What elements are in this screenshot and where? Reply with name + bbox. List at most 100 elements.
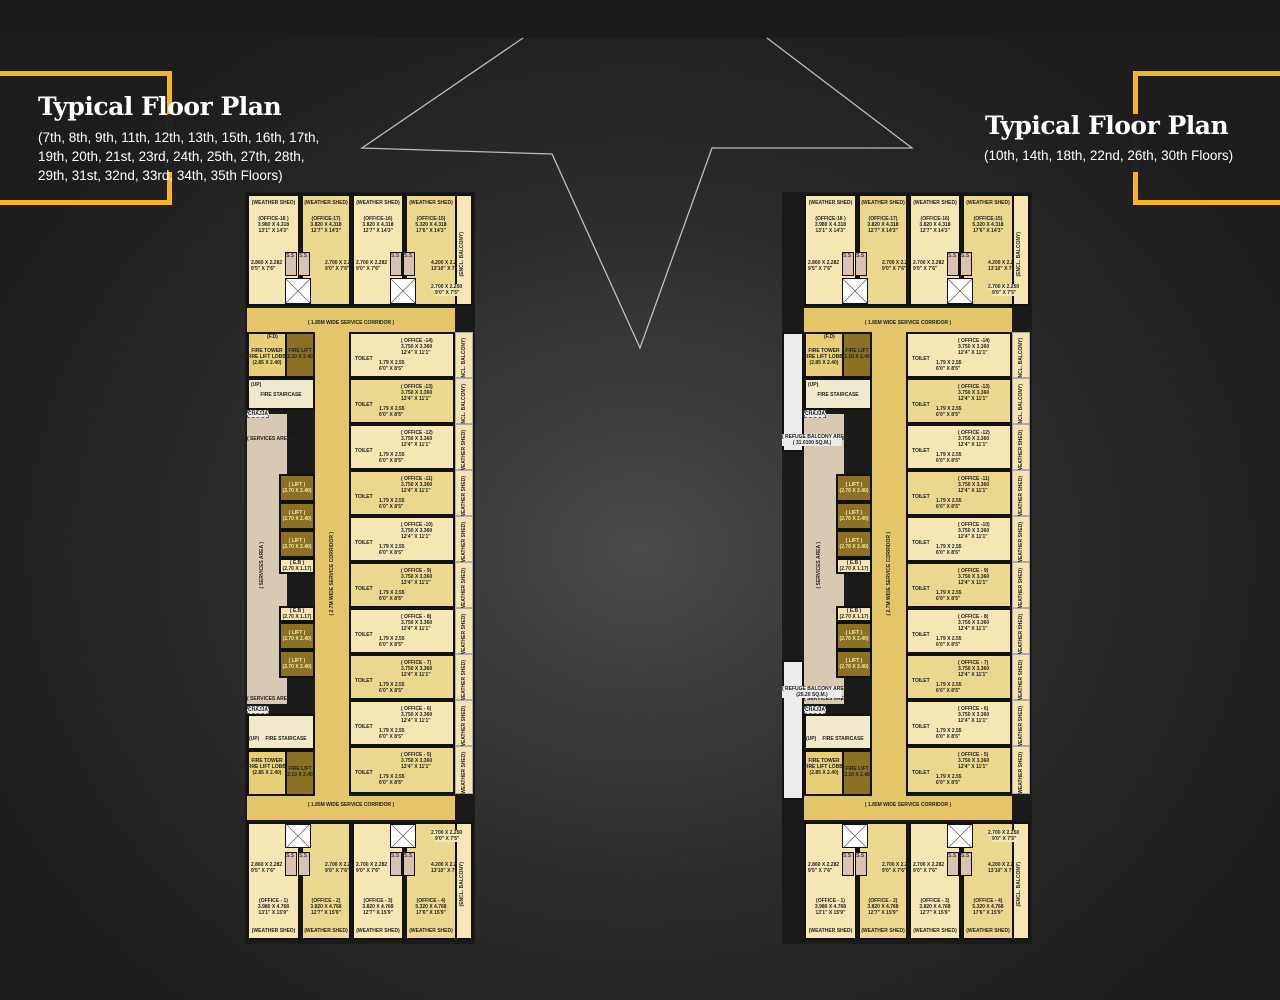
top-bar xyxy=(0,0,1280,38)
left-subtitle-line-2: 19th, 20th, 21st, 23rd, 24th, 25th, 27th… xyxy=(38,149,305,164)
side-shed-9 xyxy=(455,700,473,746)
fire-staircase-top xyxy=(247,378,315,410)
office-name: ( OFFICE -10) xyxy=(958,522,990,528)
office-dim-m: 3.820 X 4.768 xyxy=(867,904,899,910)
side-shed-4 xyxy=(1012,470,1030,516)
sub-dim-m: 2.700 X 2.282 xyxy=(356,260,388,266)
corner-dim-m: 2.700 X 2.250 xyxy=(988,284,1020,290)
refuge-bottom-label: ( REFUGE BALCONY AREA ) xyxy=(782,686,851,692)
lift-5 xyxy=(836,650,872,678)
office-dim-ft: 12'4" X 11'1" xyxy=(401,534,431,540)
office-name: ( OFFICE -14) xyxy=(958,338,990,344)
toilet-label: TOILET xyxy=(912,770,930,776)
office-dim-m: 3.750 X 3.360 xyxy=(401,574,433,580)
left-subtitle: (7th, 8th, 9th, 11th, 12th, 13th, 15th, … xyxy=(38,128,319,185)
lift-2 xyxy=(836,502,872,530)
office-dim-ft: 12'4" X 11'1" xyxy=(401,718,431,724)
corridor-top xyxy=(804,308,1012,332)
toilet-dim: 1.79 X 2.55 xyxy=(379,636,405,642)
sub-dim-m: 4.200 X 2.282 xyxy=(988,862,1020,868)
office-dim-m: 3.980 X 4.318 xyxy=(257,222,290,228)
office-dim-m: 3.750 X 3.360 xyxy=(958,390,990,396)
sub-dim-ft: 9'0" X 7'6" xyxy=(882,868,907,874)
corner-dim-bottom-m: 2.700 X 2.250 xyxy=(431,830,463,836)
side-shed-10 xyxy=(1012,746,1030,794)
office-dim-m: 3.820 X 4.318 xyxy=(362,222,394,228)
fire-lobby-bottom-dim: (2.85 X 2.40) xyxy=(809,770,839,776)
sub-dim-ft: 13'10" X 7'6" xyxy=(431,868,461,874)
eb-room-1 xyxy=(836,558,872,574)
office-dim-m: 5.320 X 4.318 xyxy=(972,222,1004,228)
sub-dim-ft: 9'0" X 7'6" xyxy=(913,868,938,874)
office-dim-ft: 13'1" X 15'9" xyxy=(258,910,289,916)
eb-dim: (2.70 X 1.17) xyxy=(839,614,869,620)
office-name: (OFFICE - 2) xyxy=(311,898,341,904)
encl-balcony-bottom-label: (ENCL. BALCONY) xyxy=(459,862,465,907)
corridor-middle-label: ( 2.7M WIDE SERVICE CORRIDOR ) xyxy=(886,532,892,616)
office-dim-ft: 12'4" X 11'1" xyxy=(958,580,988,586)
office-name: (OFFICE-18 ) xyxy=(815,216,846,222)
toilet-label: TOILET xyxy=(912,678,930,684)
services-area-bottom-label: ( SERVICES AREA ) xyxy=(247,696,294,702)
toilet-dim: 1.79 X 2.55 xyxy=(936,544,962,550)
lift-dim: (2.70 X 2.40) xyxy=(839,544,869,550)
office-dim-ft: 12'7" X 15'9" xyxy=(868,910,898,916)
service-shaft xyxy=(842,278,868,304)
toilet-dim-ft: 6'0" X 8'5" xyxy=(936,504,961,510)
office-dim-m: 3.750 X 3.360 xyxy=(401,758,433,764)
ss-box-bottom: S.S xyxy=(947,852,959,876)
lift-5 xyxy=(279,650,315,678)
toilet-dim-ft: 6'0" X 8'5" xyxy=(936,688,961,694)
office-dim-ft: 12'4" X 11'1" xyxy=(958,534,988,540)
ss-box-bottom: S.S xyxy=(285,852,297,876)
office-dim-m: 3.750 X 3.360 xyxy=(401,712,433,718)
weather-shed-label: (WEATHER SHED) xyxy=(409,928,453,934)
corridor-middle xyxy=(315,332,349,796)
toilet-dim: 1.79 X 2.55 xyxy=(379,728,405,734)
toilet-dim-ft: 6'0" X 8'5" xyxy=(936,596,961,602)
toilet-label: TOILET xyxy=(912,494,930,500)
weather-shed-label: (WEATHER SHED) xyxy=(251,200,296,206)
corridor-middle xyxy=(872,332,906,796)
right-title: Typical Floor Plan xyxy=(985,111,1229,140)
eb-label: ( E.B ) xyxy=(289,608,305,614)
left-subtitle-line-3: 29th, 31st, 32nd, 33rd, 34th, 35th Floor… xyxy=(38,168,283,183)
fire-staircase-bottom xyxy=(247,714,315,750)
office-dim-m: 3.750 X 3.360 xyxy=(958,528,990,534)
corner-dim-ft: 9'0" X 7'5" xyxy=(435,290,460,296)
side-shed-label: (ENCL. BALCONY) xyxy=(461,338,467,383)
fd-label: (F.D) xyxy=(267,334,278,340)
fire-lift-bottom-dim: (2.10 X 2.40) xyxy=(285,772,315,778)
office-dim-m: 3.820 X 4.318 xyxy=(919,222,951,228)
lift-dim: (2.70 X 2.40) xyxy=(839,516,869,522)
office-dim-ft: 12'4" X 11'1" xyxy=(958,764,988,770)
right-subtitle: (10th, 14th, 18th, 22nd, 26th, 30th Floo… xyxy=(984,148,1234,163)
fire-lift-bottom xyxy=(842,750,872,796)
side-shed-label: (WEATHER SHED) xyxy=(461,568,467,612)
side-shed-3 xyxy=(1012,424,1030,470)
service-shaft-bottom xyxy=(842,824,868,848)
sub-dim-m: 2.700 X 2.282 xyxy=(325,260,357,266)
sub-dim-m: 2.700 X 2.282 xyxy=(882,260,914,266)
refuge-bottom-area: (25.20 SQ.M.) xyxy=(782,692,842,698)
toilet-label: TOILET xyxy=(355,356,373,362)
fire-lift-dim: (2.10 X 2.40) xyxy=(842,354,872,360)
lift-dim: (2.70 X 2.40) xyxy=(282,544,312,550)
office-name: (OFFICE - 4) xyxy=(973,898,1003,904)
side-shed-label: (ENCL. BALCONY) xyxy=(1018,384,1024,429)
office-dim-m: 3.820 X 4.318 xyxy=(867,222,899,228)
office-dim-ft: 12'4" X 11'1" xyxy=(401,764,431,770)
office-dim-m: 3.750 X 3.360 xyxy=(401,666,433,672)
eb-room-2 xyxy=(836,606,872,622)
weather-shed-label: (WEATHER SHED) xyxy=(913,200,957,206)
office-dim-ft: 12'7" X 14'3" xyxy=(363,228,393,234)
toilet-dim-ft: 6'0" X 8'5" xyxy=(936,550,961,556)
